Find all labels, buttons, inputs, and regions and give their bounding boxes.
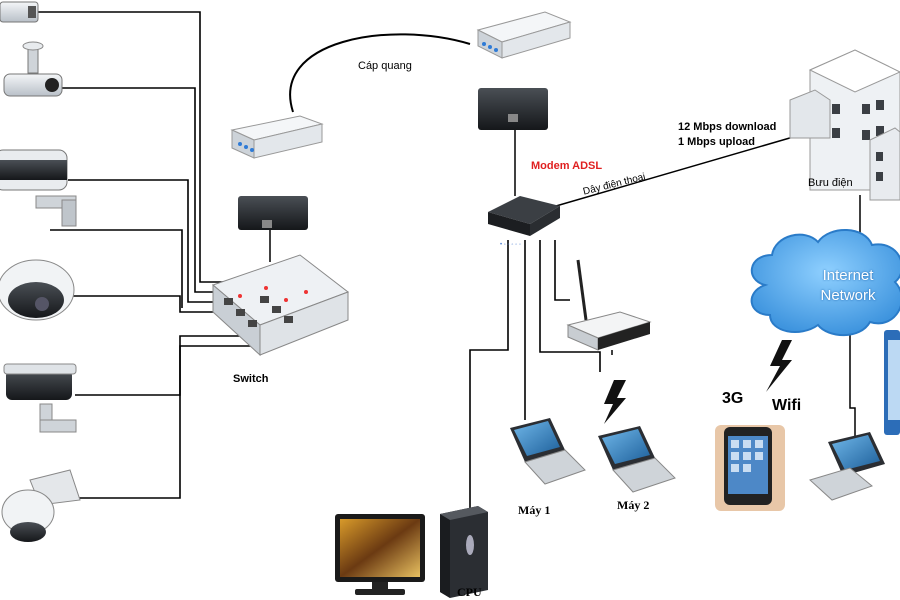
laptop-icon [598, 426, 676, 493]
switch-icon [212, 254, 350, 357]
modem-icon: • ◦ ◦ ◦ ◦ ◦ [488, 196, 560, 248]
label-3g: 3G [722, 390, 744, 407]
camera-icon [1, 469, 81, 542]
label-modem-adsl: Modem ADSL [531, 160, 603, 172]
svg-text:• ◦ ◦ ◦ ◦ ◦: • ◦ ◦ ◦ ◦ ◦ [500, 242, 521, 248]
camera-icon [3, 363, 77, 433]
router-icon [566, 259, 652, 351]
label-buu-dien: Bưu điện [808, 177, 853, 189]
label-download: 12 Mbps download [678, 121, 777, 133]
label-cpu: CPU [457, 585, 482, 599]
label-may1: Máy 1 [518, 503, 551, 517]
label-wifi: Wifi [772, 397, 802, 414]
label-cap-quang: Cáp quang [358, 60, 412, 72]
lightning-icon [766, 340, 792, 392]
camera-icon [3, 41, 63, 97]
camera-icon [0, 259, 75, 321]
laptop-icon [809, 432, 885, 501]
cpu-tower-icon [440, 506, 488, 598]
camera-cables [35, 11, 256, 499]
media-converter-icon [230, 115, 324, 230]
camera-icon [0, 149, 77, 227]
lightning-icon [604, 380, 626, 424]
fiber-cable [289, 33, 471, 113]
smartphone-icon [715, 425, 785, 511]
monitor-icon [335, 514, 425, 595]
label-upload: 1 Mbps upload [678, 136, 755, 148]
building-icon [789, 49, 900, 201]
label-may2: Máy 2 [617, 498, 650, 512]
cloud-label: Internet Network [800, 266, 896, 306]
media-converter-icon [476, 11, 572, 130]
modem-cables [469, 240, 601, 515]
camera-icon [0, 1, 39, 23]
phone-line [555, 134, 801, 207]
laptop-icon [510, 418, 586, 485]
cloud-icon [750, 229, 900, 337]
label-internet: Internet [822, 267, 874, 284]
label-switch: Switch [233, 373, 269, 385]
label-network: Network [820, 287, 876, 304]
